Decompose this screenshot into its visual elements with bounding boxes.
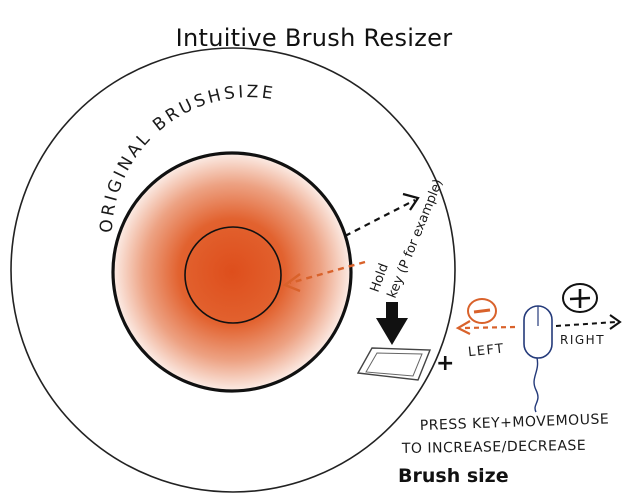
minus-symbol-circle — [467, 298, 497, 324]
down-arrow-icon — [376, 302, 408, 345]
increase-dashed-line — [344, 199, 416, 237]
reduced-brush-circle — [184, 226, 282, 324]
diagram-title: Intuitive Brush Resizer — [175, 24, 453, 52]
decrease-arrowhead — [282, 273, 301, 293]
plus-symbol-circle — [562, 283, 598, 313]
increase-arrowhead — [402, 192, 420, 211]
instruction-line-3: Brush size — [398, 465, 509, 487]
right-arrowhead — [609, 314, 622, 330]
left-dashed-line — [463, 325, 516, 330]
right-dashed-line — [555, 321, 617, 327]
mouse-icon — [523, 305, 553, 413]
decrease-dashed-line — [289, 260, 366, 285]
plus-join-symbol: + — [436, 351, 454, 376]
hold-key-label: key (P for example) — [385, 177, 446, 300]
max-brush-circle — [10, 47, 456, 493]
instruction-line-1: PRESS KEY+MOVEMOUSE — [420, 411, 610, 434]
brush-fill — [114, 154, 350, 390]
left-label: LEFT — [467, 342, 505, 361]
left-arrowhead — [455, 320, 471, 335]
keyboard-key-icon — [356, 347, 432, 381]
instruction-line-2: TO INCREASE/DECREASE — [401, 438, 587, 457]
original-brush-circle — [111, 151, 353, 393]
right-label: RIGHT — [560, 333, 605, 347]
